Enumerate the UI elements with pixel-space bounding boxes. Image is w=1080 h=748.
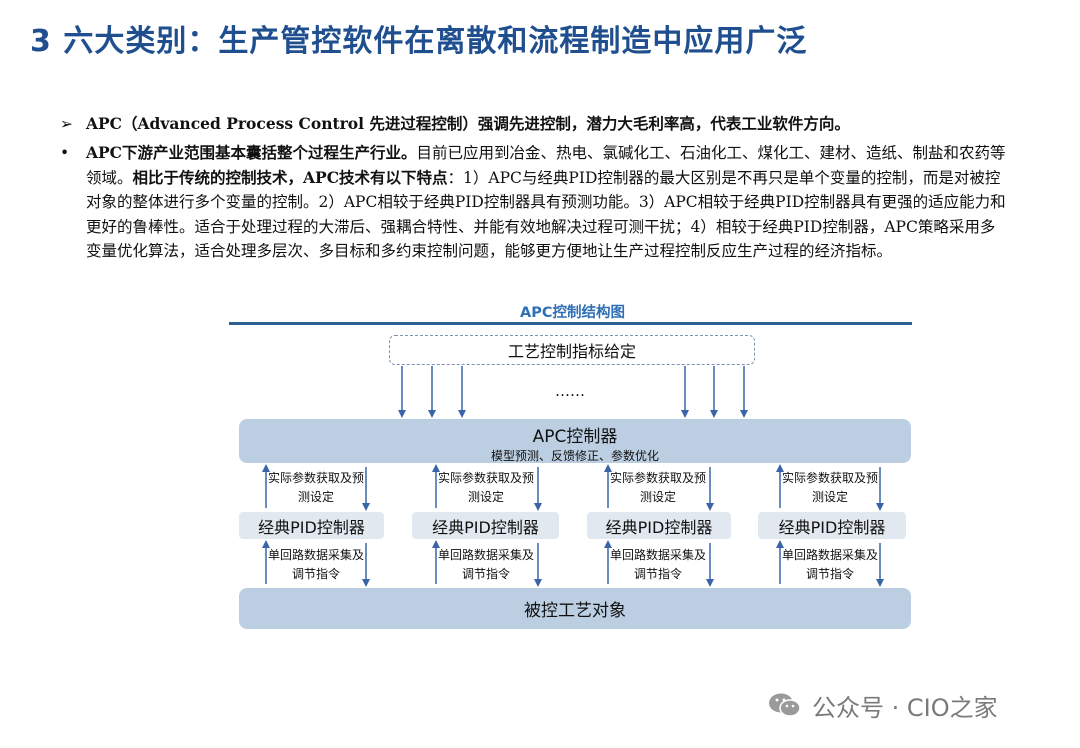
apc-controller-box: APC控制器 模型预测、反馈修正、参数优化 [239, 419, 911, 463]
apc-controller-sublabel: 模型预测、反馈修正、参数优化 [490, 449, 659, 463]
pid-label-4: 经典PID控制器 [778, 517, 886, 537]
controlled-process-box: 被控工艺对象 [239, 588, 911, 629]
process-target-label: 工艺控制指标给定 [507, 342, 636, 361]
watermark: 公众号 · CIO之家 [768, 688, 998, 722]
apc-intro-text: APC（Advanced Process Control 先进过程控制）强调先进… [86, 114, 850, 133]
paragraph-apc-intro: ➢ APC（Advanced Process Control 先进过程控制）强调… [60, 112, 1020, 137]
process-target-box: 工艺控制指标给定 [389, 335, 755, 365]
lower-label-4: 单回路数据采集及调节指令 [781, 548, 878, 581]
wechat-icon [769, 693, 801, 717]
paragraph-apc-features: • APC下游产业范围基本囊括整个过程生产行业。目前已应用到冶金、热电、氯碱化工… [60, 141, 1020, 264]
pid-controller-1: 经典PID控制器 [239, 512, 384, 539]
features-text-2: ：1）APC与经典PID控制器的最大区别是不再只是单个变量的控制，而是对被控对象… [86, 168, 1006, 261]
dot-bullet-icon: • [60, 144, 70, 162]
pid-controller-4: 经典PID控制器 [758, 512, 906, 539]
lower-label-1: 单回路数据采集及调节指令 [267, 548, 364, 581]
upper-label-2: 实际参数获取及预测设定 [437, 471, 534, 504]
pid-label-3: 经典PID控制器 [605, 517, 713, 537]
arrow-bullet-icon: ➢ [60, 115, 73, 133]
lower-label-3: 单回路数据采集及调节指令 [609, 548, 706, 581]
upper-label-4: 实际参数获取及预测设定 [781, 471, 878, 504]
lower-label-2: 单回路数据采集及调节指令 [437, 548, 534, 581]
controlled-process-label: 被控工艺对象 [524, 601, 626, 621]
features-text-1: 目前已应用到冶金、热电、氯碱化工、石油化工、煤化工、建材、造纸、制盐和农药等领域… [86, 144, 1006, 187]
ellipsis-label: …… [555, 382, 585, 400]
upper-label-1: 实际参数获取及预测设定 [267, 471, 364, 504]
features-bold-2: 相比于传统的控制技术，APC技术有以下特点 [132, 167, 448, 187]
page-title: 3 六大类别：生产管控软件在离散和流程制造中应用广泛 [30, 24, 808, 59]
watermark-text: 公众号 · CIO之家 [812, 693, 998, 722]
apc-controller-label: APC控制器 [532, 427, 618, 447]
upper-label-3: 实际参数获取及预测设定 [609, 471, 706, 504]
pid-controller-2: 经典PID控制器 [412, 512, 559, 539]
diagram-divider [229, 322, 912, 325]
features-bold-1: APC下游产业范围基本囊括整个过程生产行业。 [86, 143, 417, 162]
diagram-title: APC控制结构图 [520, 305, 625, 321]
pid-controller-3: 经典PID控制器 [587, 512, 731, 539]
pid-label-2: 经典PID控制器 [432, 517, 539, 537]
pid-label-1: 经典PID控制器 [258, 517, 365, 537]
